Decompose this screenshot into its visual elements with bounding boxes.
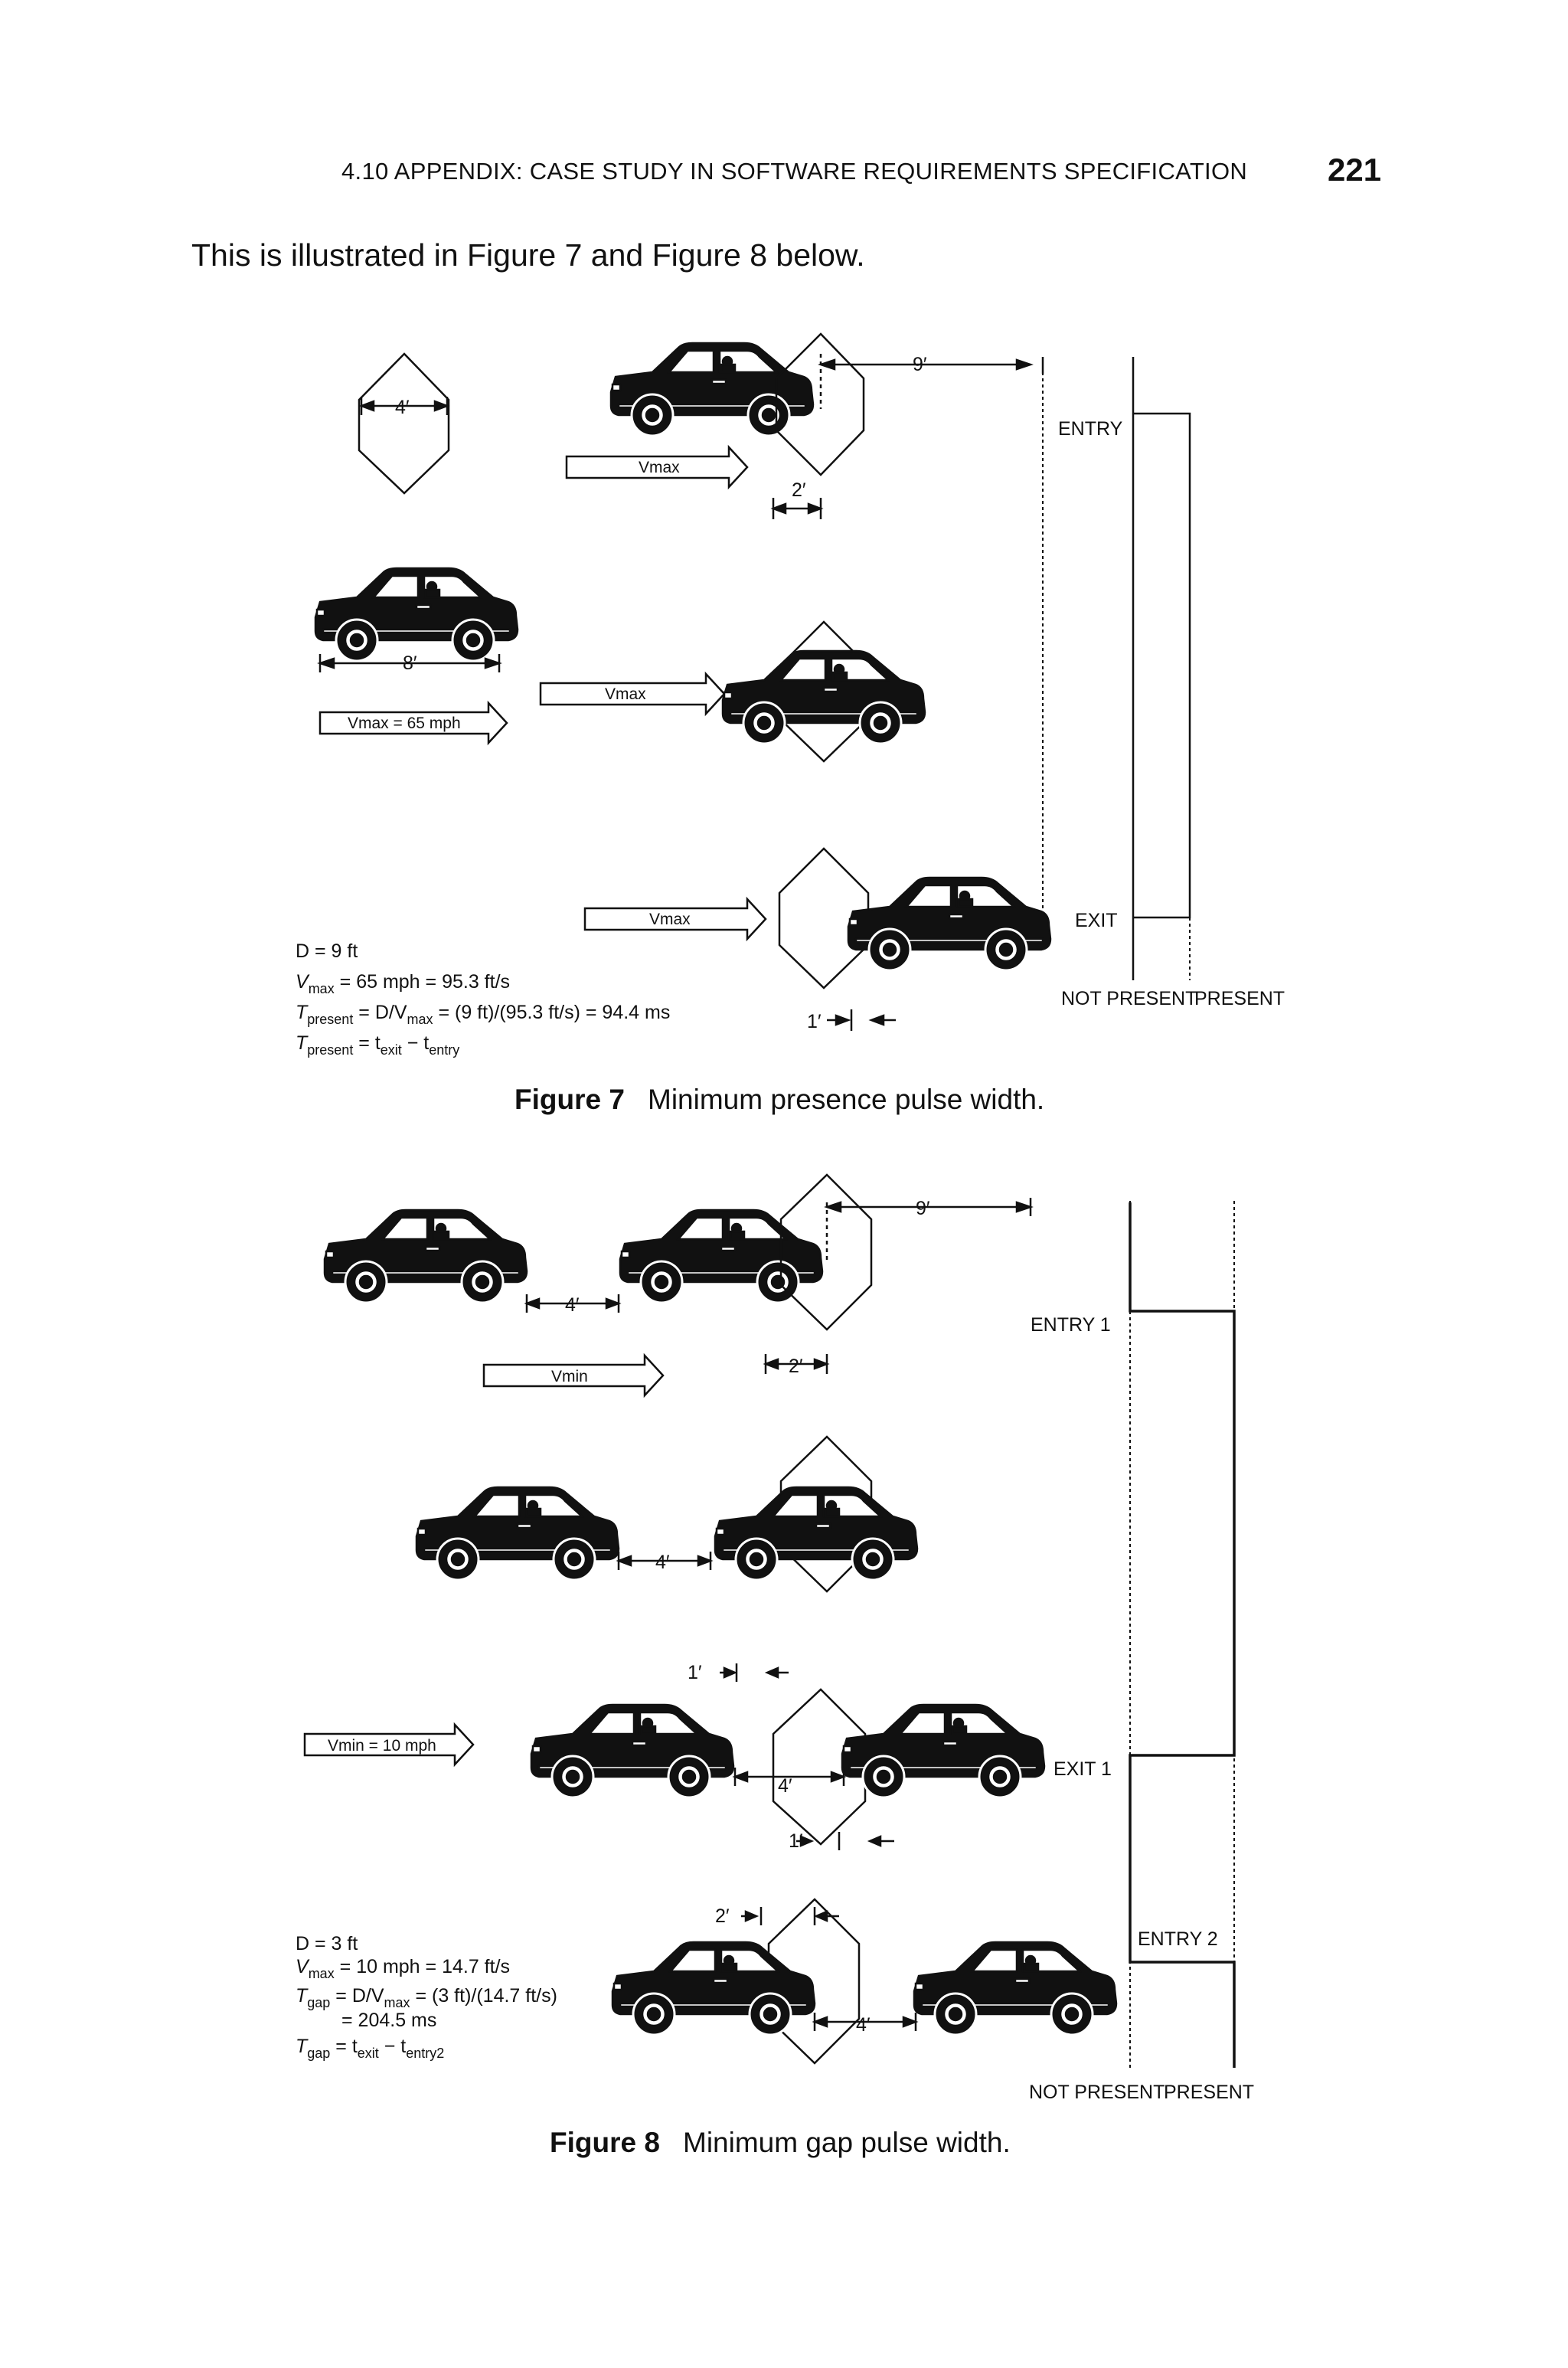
figure-7-caption: Minimum presence pulse width. [648, 1084, 1044, 1115]
dimension-label: 4′ [778, 1775, 792, 1797]
loop-hexagon [778, 847, 870, 989]
loop-hexagon [772, 1688, 867, 1846]
dimension-label: 2′ [792, 479, 806, 501]
car-icon [611, 1941, 816, 2036]
intro-paragraph: This is illustrated in Figure 7 and Figu… [191, 237, 865, 273]
equation-tpresent-def: Tpresent = texit − tentry [296, 1032, 459, 1058]
loop-hexagon [779, 1435, 873, 1593]
dimension-label: 4′ [655, 1552, 670, 1573]
equation-d: D = 9 ft [296, 940, 358, 962]
arrow-label: Vmax [649, 911, 691, 928]
arrow-label: Vmax = 65 mph [348, 715, 461, 732]
signal-level-label: NOT PRESENT [1061, 988, 1197, 1009]
equation-tgap-result: = 204.5 ms [341, 2010, 436, 2031]
dimension-label: 2′ [789, 1356, 803, 1377]
car-icon [415, 1486, 620, 1581]
car-icon [721, 649, 926, 745]
dimension-label: 9′ [916, 1198, 930, 1219]
signal-label-entry-2: ENTRY 2 [1138, 1928, 1218, 1950]
equation-tpresent: Tpresent = D/Vmax = (9 ft)/(95.3 ft/s) =… [296, 1002, 670, 1027]
equation-vmax: Vmax = 10 mph = 14.7 ft/s [296, 1956, 510, 1981]
signal-label-exit-1: EXIT 1 [1054, 1758, 1112, 1780]
arrow-label: Vmin = 10 mph [328, 1737, 436, 1755]
signal-label-entry: ENTRY [1058, 418, 1123, 440]
loop-hexagon [358, 352, 450, 495]
figure-8 [303, 1173, 1236, 2068]
dimension-label: 2′ [715, 1905, 730, 1927]
car-icon [913, 1941, 1118, 2036]
signal-level-label: PRESENT [1194, 988, 1285, 1009]
figure-8-label: Figure 8 [550, 2127, 660, 2158]
dimension-label: 4′ [856, 2014, 871, 2036]
car-icon [847, 876, 1052, 972]
figure-7-label: Figure 7 [514, 1084, 625, 1115]
arrow-label: Vmin [551, 1368, 588, 1385]
page-number: 221 [1328, 152, 1382, 188]
dimension-label: 9′ [913, 354, 927, 375]
loop-hexagon [779, 1173, 873, 1331]
car-icon [619, 1209, 824, 1304]
dimension-label: 8′ [403, 653, 417, 674]
car-icon [841, 1703, 1046, 1799]
figure-7 [314, 332, 1191, 1031]
figure-8-caption: Minimum gap pulse width. [683, 2127, 1011, 2158]
signal-level-label: NOT PRESENT [1029, 2082, 1165, 2103]
car-icon [714, 1486, 919, 1581]
dimension-label: 1′ [688, 1662, 702, 1683]
running-head: 4.10 APPENDIX: CASE STUDY IN SOFTWARE RE… [341, 158, 1248, 185]
dimension-label: 1′ [807, 1011, 822, 1032]
equation-d: D = 3 ft [296, 1933, 358, 1954]
arrow-label: Vmax [605, 685, 646, 703]
car-icon [530, 1703, 735, 1799]
dimension-label: 4′ [395, 397, 410, 418]
loop-hexagon [775, 332, 865, 476]
dimension-label: 1′ [789, 1830, 803, 1852]
equation-tgap: Tgap = D/Vmax = (3 ft)/(14.7 ft/s) [296, 1985, 557, 2010]
car-icon [314, 567, 519, 662]
equation-tgap-def: Tgap = texit − tentry2 [296, 2036, 444, 2061]
car-icon [609, 342, 815, 437]
loop-hexagon [767, 1898, 861, 2065]
equation-vmax: Vmax = 65 mph = 95.3 ft/s [296, 971, 510, 996]
signal-label-entry-1: ENTRY 1 [1031, 1314, 1111, 1336]
arrow-label: Vmax [639, 459, 680, 476]
signal-label-exit: EXIT [1075, 910, 1118, 931]
signal-level-label: PRESENT [1164, 2082, 1254, 2103]
car-icon [323, 1209, 528, 1304]
dimension-label: 4′ [565, 1294, 580, 1316]
